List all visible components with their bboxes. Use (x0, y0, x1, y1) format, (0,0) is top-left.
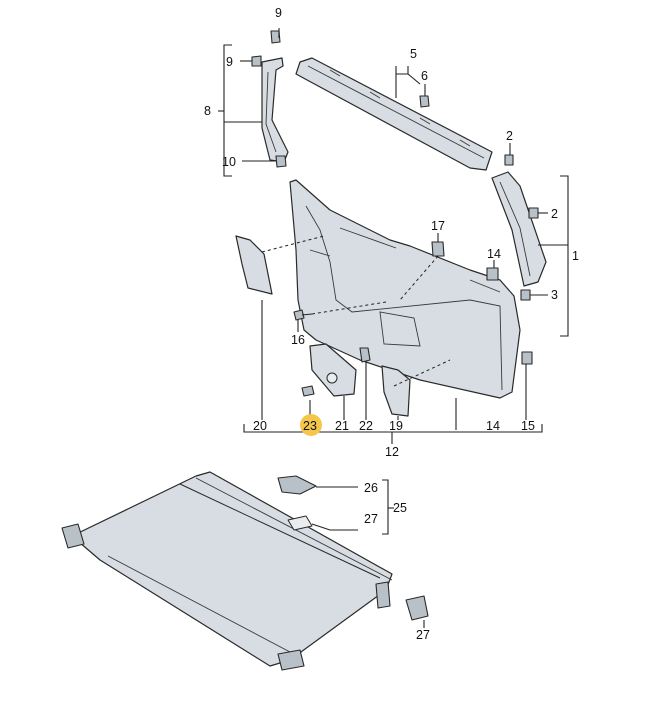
callout-1[interactable]: 1 (572, 249, 579, 263)
callout-5[interactable]: 5 (410, 47, 417, 61)
clip-15[interactable] (521, 351, 533, 365)
assembly-line (311, 301, 387, 315)
callout-23[interactable]: 23 (303, 419, 317, 433)
clip-10[interactable] (275, 155, 287, 168)
leader-lines (218, 28, 569, 628)
clip-2-top[interactable] (504, 154, 514, 166)
cover-cap-26[interactable] (277, 475, 317, 495)
clip-17[interactable] (431, 241, 445, 257)
callout-15[interactable]: 15 (521, 419, 535, 433)
handle-cover-21[interactable] (309, 343, 357, 397)
upper-cross-trim[interactable] (295, 57, 493, 171)
screw-16[interactable] (293, 309, 313, 321)
right-pillar-trim[interactable] (491, 171, 547, 287)
callout-16[interactable]: 16 (291, 333, 305, 347)
side-cover-19[interactable] (381, 365, 411, 417)
callout-6[interactable]: 6 (421, 69, 428, 83)
clip-9-side[interactable] (251, 55, 262, 67)
assembly-line (261, 235, 325, 253)
callout-9-side[interactable]: 9 (226, 55, 233, 69)
callout-26[interactable]: 26 (364, 481, 378, 495)
clip-6[interactable] (419, 95, 430, 108)
assembly-line (393, 359, 451, 387)
clip-22[interactable] (359, 347, 371, 363)
callout-19[interactable]: 19 (389, 419, 403, 433)
callout-9-top[interactable]: 9 (275, 6, 282, 20)
callout-27-plate[interactable]: 27 (364, 512, 378, 526)
callouts: 9 9 8 10 5 6 2 2 1 3 17 14 16 20 23 21 2… (204, 6, 579, 642)
callout-14-upper[interactable]: 14 (487, 247, 501, 261)
callout-27-bracket[interactable]: 27 (416, 628, 430, 642)
callout-8[interactable]: 8 (204, 104, 211, 118)
left-pillar-trim[interactable] (261, 57, 289, 163)
callout-12[interactable]: 12 (385, 445, 399, 459)
callout-21[interactable]: 21 (335, 419, 349, 433)
clip-3[interactable] (520, 289, 531, 301)
screw-23[interactable] (301, 385, 315, 397)
tailgate-trim-panel[interactable] (289, 179, 521, 399)
assembly-line (399, 255, 439, 301)
callout-2-side[interactable]: 2 (551, 207, 558, 221)
callout-25[interactable]: 25 (393, 501, 407, 515)
callout-14-lower[interactable]: 14 (486, 419, 500, 433)
clip-9-top[interactable] (270, 30, 281, 44)
callout-10[interactable]: 10 (222, 155, 236, 169)
clip-14-upper[interactable] (486, 267, 499, 281)
callout-20[interactable]: 20 (253, 419, 267, 433)
callout-3[interactable]: 3 (551, 288, 558, 302)
callout-23-highlight (300, 414, 322, 436)
clip-2-side[interactable] (528, 207, 539, 219)
luggage-compartment-cover[interactable] (61, 471, 393, 671)
bracket-27[interactable] (405, 595, 429, 621)
callout-2-top[interactable]: 2 (506, 129, 513, 143)
callout-22[interactable]: 22 (359, 419, 373, 433)
side-cover-20[interactable] (235, 235, 273, 295)
callout-17[interactable]: 17 (431, 219, 445, 233)
plate-27[interactable] (287, 515, 313, 531)
